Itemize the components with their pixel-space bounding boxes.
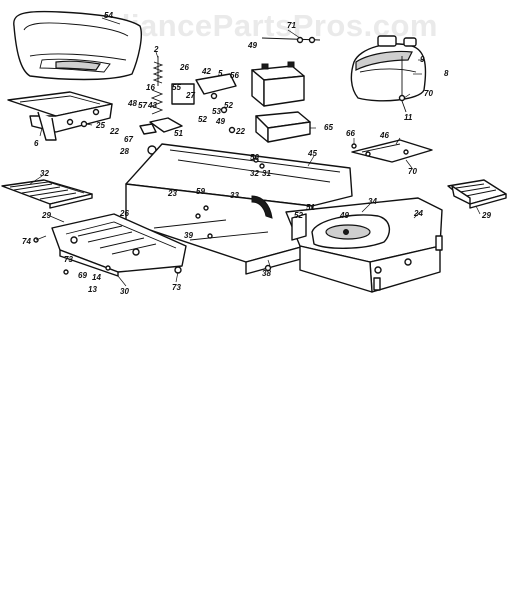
callout-42: 42 bbox=[201, 67, 211, 76]
callout-71: 71 bbox=[287, 21, 296, 30]
callout-51: 51 bbox=[174, 129, 183, 138]
seat-part bbox=[13, 10, 142, 81]
callout-24: 24 bbox=[413, 209, 423, 218]
callout-28: 28 bbox=[119, 147, 129, 156]
seat-pan-part bbox=[7, 91, 113, 141]
callout-49c: 49 bbox=[339, 211, 349, 220]
fastener-hardware bbox=[33, 94, 407, 275]
callout-45: 45 bbox=[307, 149, 317, 158]
dash-panel-part bbox=[351, 139, 433, 163]
callout-57: 57 bbox=[138, 101, 147, 110]
callout-48: 48 bbox=[127, 99, 137, 108]
callout-22b: 22 bbox=[235, 127, 245, 136]
callout-59: 59 bbox=[196, 187, 205, 196]
callout-70b: 70 bbox=[408, 167, 417, 176]
callout-25: 25 bbox=[95, 121, 105, 130]
seat-spring-part bbox=[139, 56, 237, 155]
callout-8: 8 bbox=[444, 69, 449, 78]
callout-49b: 49 bbox=[215, 117, 225, 126]
callout-labels: 54 71 2 26 42 5 56 16 55 27 52 53 49 48 … bbox=[22, 11, 491, 296]
callout-14: 14 bbox=[92, 273, 101, 282]
callout-65: 65 bbox=[324, 123, 333, 132]
callout-54: 54 bbox=[104, 11, 113, 20]
callout-53: 53 bbox=[212, 107, 221, 116]
callout-67: 67 bbox=[124, 135, 133, 144]
callout-27: 27 bbox=[185, 91, 195, 100]
callout-52b: 52 bbox=[198, 115, 207, 124]
battery-tray-part bbox=[255, 111, 311, 143]
right-foot-rest-part bbox=[447, 179, 507, 209]
callout-56: 56 bbox=[230, 71, 239, 80]
callout-73: 73 bbox=[64, 255, 73, 264]
callout-49: 49 bbox=[247, 41, 257, 50]
main-frame-part bbox=[125, 143, 443, 293]
callout-51b: 51 bbox=[306, 203, 315, 212]
callout-73b: 73 bbox=[172, 283, 181, 292]
callout-13: 13 bbox=[88, 285, 97, 294]
callout-11: 11 bbox=[404, 113, 413, 122]
callout-70: 70 bbox=[424, 89, 433, 98]
callout-50: 50 bbox=[250, 153, 259, 162]
callout-32b: 32 bbox=[250, 169, 259, 178]
callout-26: 26 bbox=[179, 63, 189, 72]
hold-down-rod-part bbox=[261, 36, 321, 44]
battery-part bbox=[251, 61, 305, 107]
callout-26b: 26 bbox=[119, 209, 129, 218]
callout-22: 22 bbox=[109, 127, 119, 136]
callout-52c: 52 bbox=[294, 211, 303, 220]
callout-29b: 29 bbox=[481, 211, 491, 220]
callout-46: 46 bbox=[379, 131, 389, 140]
callout-43: 43 bbox=[147, 101, 157, 110]
callout-23: 23 bbox=[167, 189, 177, 198]
callout-34: 34 bbox=[368, 197, 377, 206]
fuel-tank-part bbox=[350, 35, 427, 102]
callout-55: 55 bbox=[172, 83, 181, 92]
callout-74: 74 bbox=[22, 237, 31, 246]
floor-pan-part bbox=[51, 205, 269, 277]
callout-66: 66 bbox=[346, 129, 355, 138]
callout-5: 5 bbox=[218, 69, 223, 78]
callout-38: 38 bbox=[262, 269, 271, 278]
callout-16: 16 bbox=[146, 83, 155, 92]
callout-39: 39 bbox=[184, 231, 193, 240]
callout-6: 6 bbox=[34, 139, 39, 148]
callout-33: 33 bbox=[230, 191, 239, 200]
callout-leaders bbox=[29, 17, 481, 287]
callout-2: 2 bbox=[153, 45, 159, 54]
callout-9: 9 bbox=[420, 55, 425, 64]
callout-32a: 32 bbox=[40, 169, 49, 178]
callout-31: 31 bbox=[262, 169, 271, 178]
left-foot-rest-part bbox=[1, 179, 93, 209]
callout-30: 30 bbox=[120, 287, 129, 296]
callout-69: 69 bbox=[78, 271, 87, 280]
callout-29a: 29 bbox=[41, 211, 51, 220]
callout-52: 52 bbox=[224, 101, 233, 110]
